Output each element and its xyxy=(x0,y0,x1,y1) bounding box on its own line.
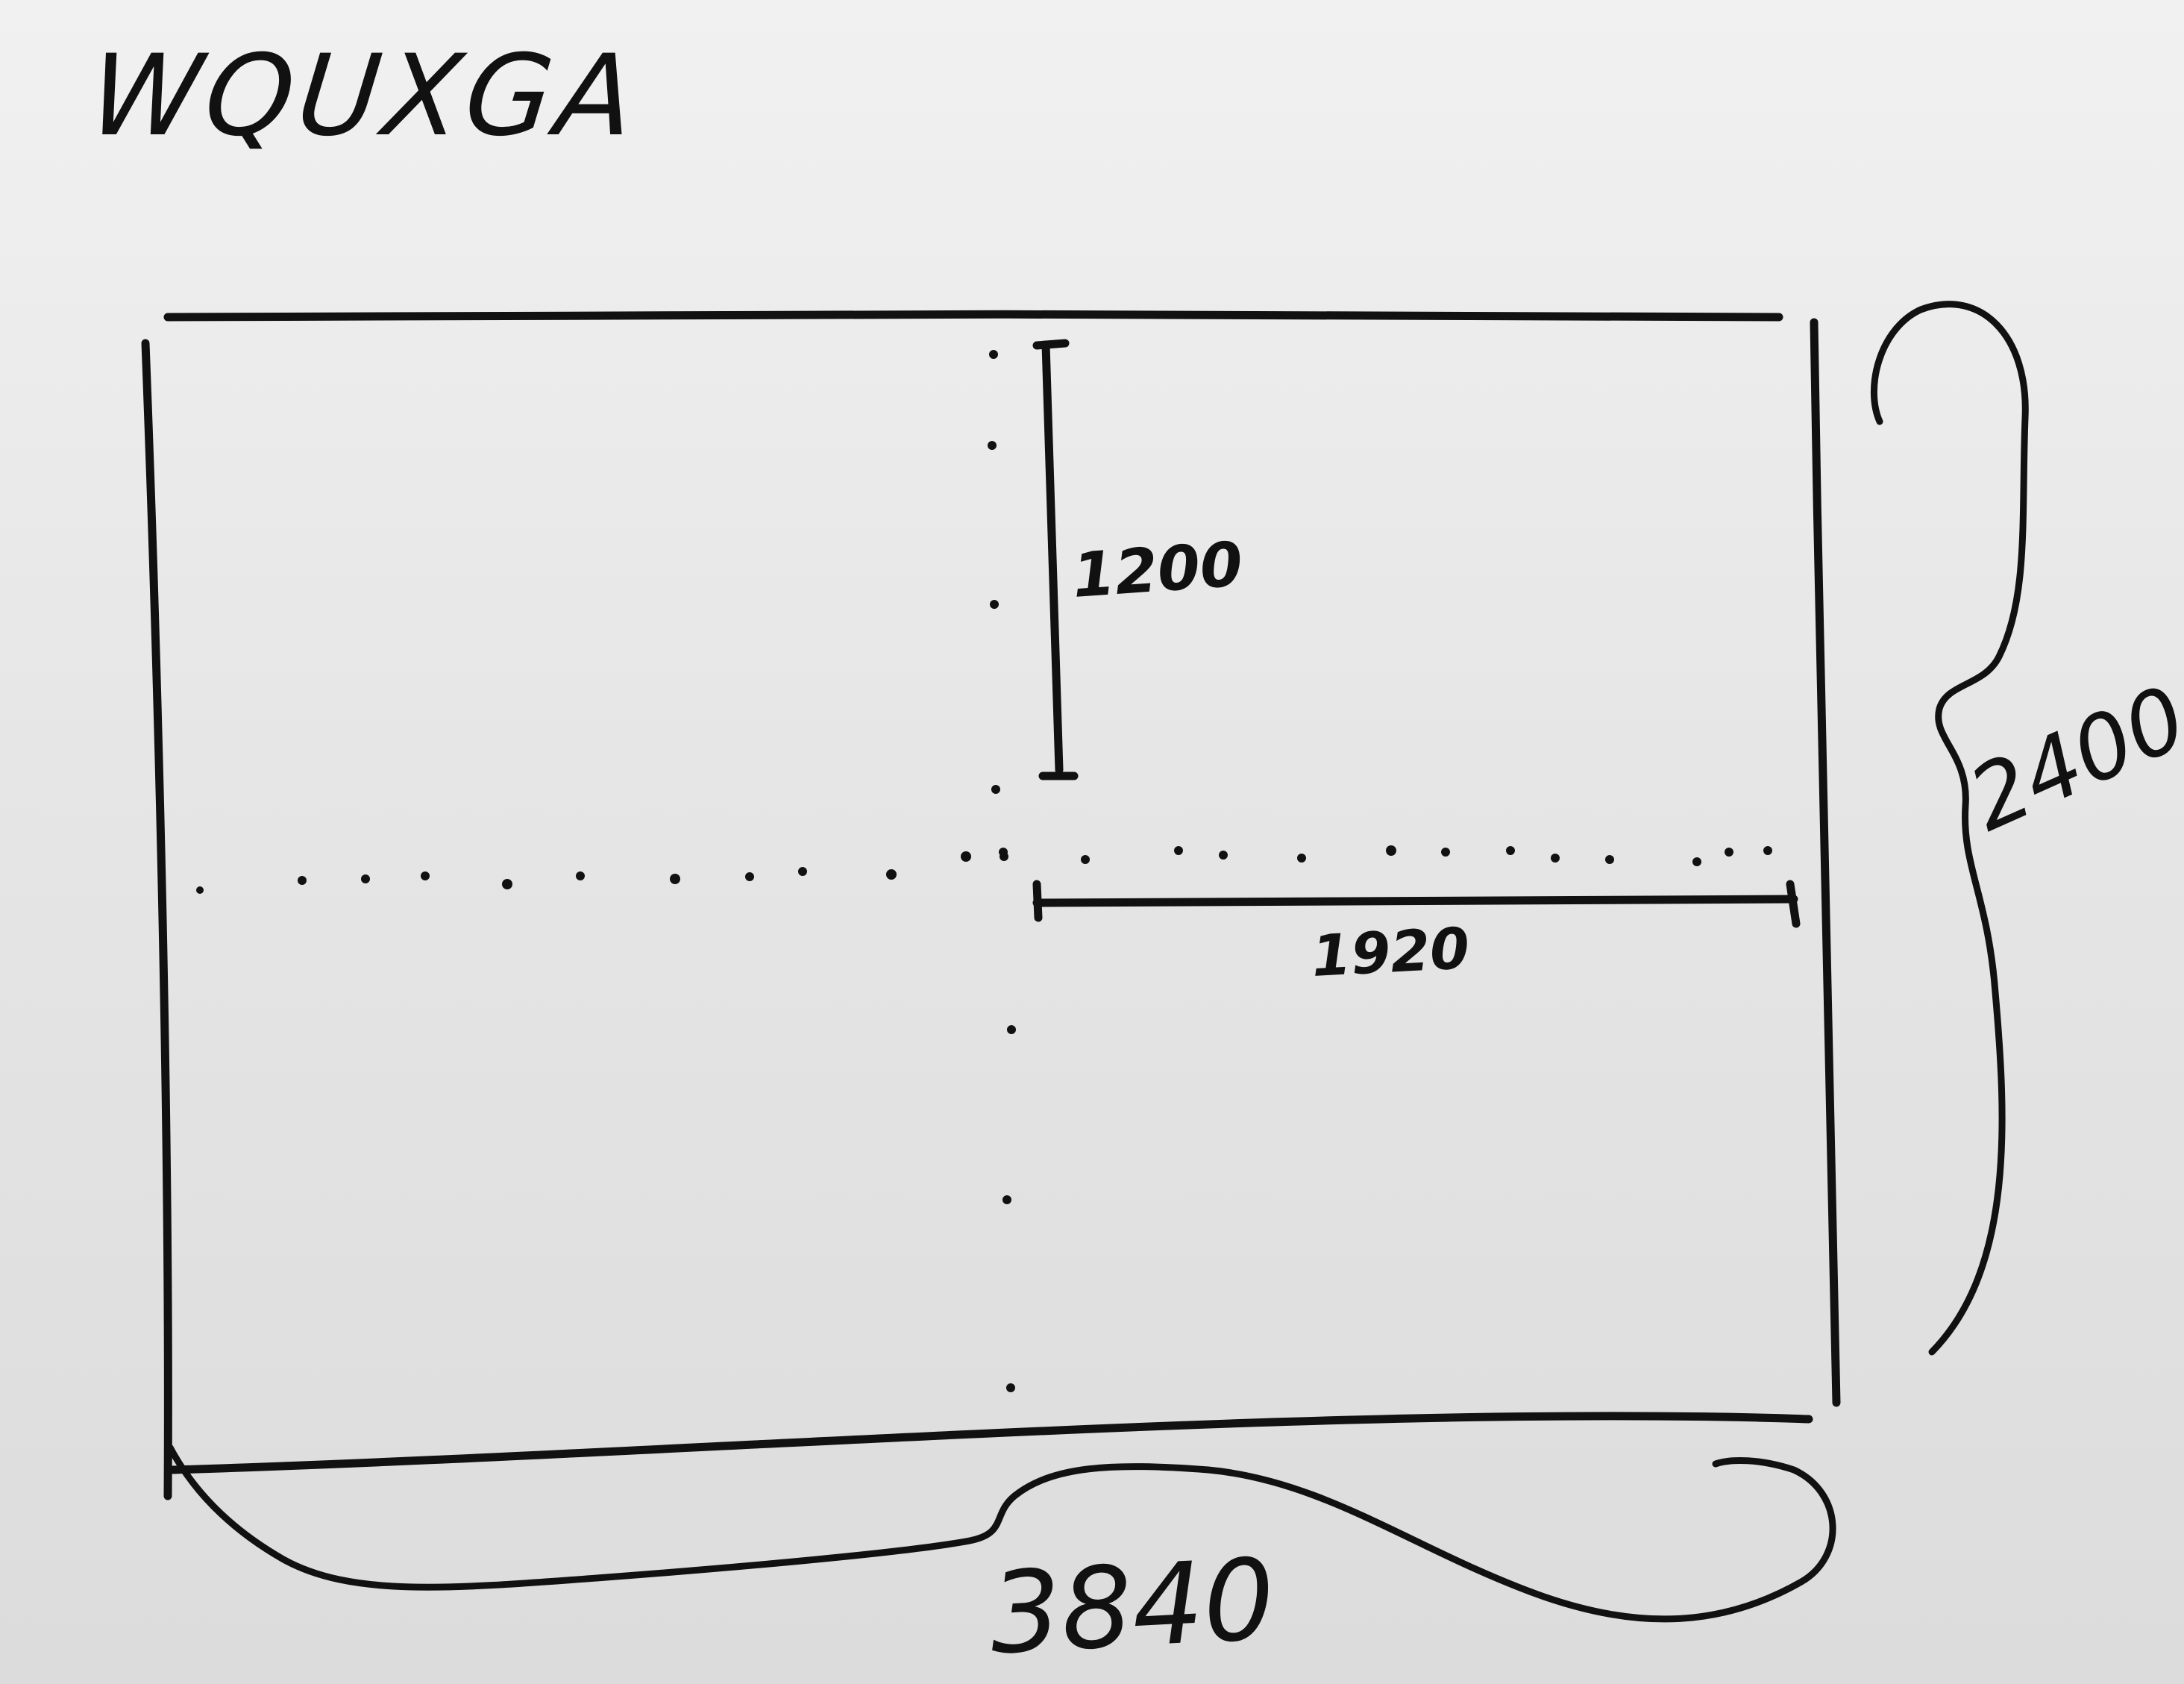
half-height-measure: 1200 xyxy=(1032,339,1245,780)
half-width-cap-right xyxy=(1786,880,1801,928)
center-dot xyxy=(989,350,998,359)
center-dot xyxy=(798,867,807,876)
half-height-label: 1200 xyxy=(1070,529,1245,612)
center-dot xyxy=(1441,848,1450,857)
half-width-label: 1920 xyxy=(1310,915,1471,989)
center-dot xyxy=(999,848,1008,857)
width-brace xyxy=(166,1444,1836,1623)
center-dot xyxy=(502,879,512,889)
center-dot xyxy=(298,876,307,885)
center-dot xyxy=(1506,846,1515,855)
center-dot xyxy=(1006,1383,1015,1392)
center-dot xyxy=(961,851,971,862)
center-dot xyxy=(361,874,370,883)
center-dot xyxy=(1081,855,1090,864)
half-width-measure: 1920 xyxy=(1032,880,1801,989)
screen-bottom-edge xyxy=(169,1412,1813,1474)
center-dot xyxy=(1007,1025,1016,1034)
half-width-cap-left xyxy=(1032,880,1043,922)
center-dot xyxy=(991,785,1000,794)
screen-top-edge xyxy=(163,310,1783,322)
center-dot xyxy=(1763,846,1772,855)
horizontal-center-dots xyxy=(196,845,1772,894)
center-dot xyxy=(1386,845,1396,856)
total-height-label: 2400 xyxy=(1954,666,2184,851)
half-width-bar xyxy=(1032,895,1798,907)
screen-left-edge xyxy=(141,339,172,1500)
center-dot xyxy=(576,871,585,880)
center-dot xyxy=(1551,854,1560,863)
center-dot xyxy=(1002,1195,1011,1204)
center-dot xyxy=(886,869,897,880)
center-dot xyxy=(1692,857,1701,866)
title-label: WQUXGA xyxy=(84,31,644,161)
center-dot xyxy=(990,600,999,609)
half-height-bar xyxy=(1041,340,1064,774)
center-dot xyxy=(670,874,680,884)
half-height-cap-top xyxy=(1032,339,1070,350)
center-dot xyxy=(421,871,430,880)
center-dot xyxy=(1297,854,1306,863)
total-width-label: 3840 xyxy=(987,1535,1278,1680)
center-dot xyxy=(988,441,997,450)
center-dot xyxy=(1605,855,1614,864)
center-dot xyxy=(745,872,754,881)
screen-right-edge xyxy=(1810,318,1841,1407)
height-brace xyxy=(1871,301,2029,1356)
center-dot xyxy=(1219,851,1228,860)
vertical-center-dots xyxy=(988,350,1016,1392)
center-dot xyxy=(1725,848,1733,857)
center-dot xyxy=(196,886,204,894)
center-dot xyxy=(1174,846,1183,855)
screen-outline xyxy=(141,310,1841,1500)
